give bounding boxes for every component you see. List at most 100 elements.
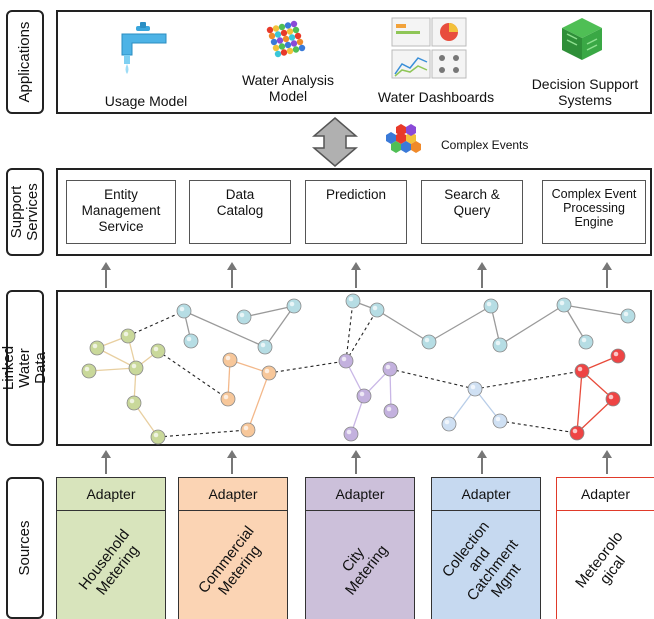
dashboard-icon xyxy=(391,17,467,79)
node-highlight xyxy=(495,340,501,346)
node-highlight xyxy=(424,337,430,343)
sphere xyxy=(294,32,302,40)
node-highlight xyxy=(559,300,565,306)
node-highlight xyxy=(495,416,501,422)
service-complex-event-processing[interactable]: Complex Event Processing Engine xyxy=(542,180,646,244)
graph-node xyxy=(81,363,97,379)
sphere xyxy=(286,28,294,35)
sphere xyxy=(292,46,300,53)
service-entity-management[interactable]: Entity Management Service xyxy=(66,180,176,244)
node-highlight xyxy=(385,364,391,370)
sphere xyxy=(278,43,286,50)
graph-node xyxy=(369,302,385,318)
graph-link xyxy=(345,309,378,362)
graph-link xyxy=(345,300,354,362)
linked-data-graph xyxy=(81,293,636,445)
graph-node xyxy=(338,353,354,369)
faucet-icon xyxy=(121,22,167,74)
sphere xyxy=(266,26,274,34)
graph-node xyxy=(492,337,508,353)
node-highlight xyxy=(92,343,98,349)
sphere xyxy=(288,34,296,41)
graph-node xyxy=(620,308,636,324)
complex-events-label: Complex Events xyxy=(441,138,529,152)
graph-node xyxy=(222,352,238,368)
source-body: City Metering xyxy=(306,511,414,619)
graph-node xyxy=(556,297,572,313)
node-highlight xyxy=(129,398,135,404)
sphere xyxy=(280,29,288,37)
sphere xyxy=(272,25,280,32)
graph-node xyxy=(467,381,483,397)
graph-node xyxy=(120,328,136,344)
source-label: Meteorolo gical xyxy=(571,528,629,592)
sphere xyxy=(274,31,282,38)
node-highlight xyxy=(243,425,249,431)
applications-panel xyxy=(56,10,652,114)
node-highlight xyxy=(341,356,347,362)
arrow-head xyxy=(101,450,111,458)
node-highlight xyxy=(613,351,619,357)
node-highlight xyxy=(444,419,450,425)
node-highlight xyxy=(470,384,476,390)
graph-edge xyxy=(499,304,565,346)
graph-edge xyxy=(576,370,583,434)
app-label-decision-support[interactable]: Decision Support Systems xyxy=(531,76,639,108)
source-label: Collection and Catchment Mgmt xyxy=(438,518,525,605)
service-data-catalog[interactable]: Data Catalog xyxy=(189,180,291,244)
node-highlight xyxy=(179,306,185,312)
sphere xyxy=(290,20,298,28)
source-body: Household Metering xyxy=(57,511,165,619)
graph-node xyxy=(578,334,594,350)
graph-node xyxy=(343,426,359,442)
graph-node xyxy=(236,309,252,325)
complex-events-icon xyxy=(386,124,421,153)
service-arrows xyxy=(101,262,612,474)
adapter-label: Adapter xyxy=(557,478,654,511)
service-prediction[interactable]: Prediction xyxy=(305,180,407,244)
graph-edge xyxy=(88,367,137,372)
cube-icon xyxy=(266,20,306,58)
app-label-water-dashboards[interactable]: Water Dashboards xyxy=(377,89,495,105)
graph-edge xyxy=(576,398,614,434)
graph-node xyxy=(356,388,372,404)
app-label-usage-model[interactable]: Usage Model xyxy=(104,93,188,109)
node-highlight xyxy=(359,391,365,397)
green-box-icon xyxy=(562,18,602,60)
adapter-label: Adapter xyxy=(57,478,165,511)
graph-node xyxy=(240,422,256,438)
graph-link xyxy=(157,350,229,400)
graph-node xyxy=(183,333,199,349)
node-highlight xyxy=(123,331,129,337)
graph-node xyxy=(483,298,499,314)
sphere xyxy=(292,26,300,34)
graph-node xyxy=(492,413,508,429)
graph-link xyxy=(268,360,347,374)
graph-node xyxy=(569,425,585,441)
graph-node xyxy=(126,395,142,411)
app-label-water-analysis-model[interactable]: Water Analysis Model xyxy=(241,72,335,104)
sphere xyxy=(278,23,286,31)
graph-node xyxy=(574,363,590,379)
node-highlight xyxy=(239,312,245,318)
node-highlight xyxy=(581,337,587,343)
sphere xyxy=(276,37,284,44)
node-highlight xyxy=(131,363,137,369)
graph-node xyxy=(261,365,277,381)
sphere xyxy=(280,49,288,56)
node-highlight xyxy=(225,355,231,361)
service-search-query[interactable]: Search & Query xyxy=(421,180,523,244)
graph-node xyxy=(383,403,399,419)
linked-water-data-panel xyxy=(56,290,652,446)
graph-node xyxy=(89,340,105,356)
adapter-label: Adapter xyxy=(432,478,540,511)
arrow-head xyxy=(602,450,612,458)
graph-node xyxy=(610,348,626,364)
arrow-head xyxy=(602,262,612,270)
